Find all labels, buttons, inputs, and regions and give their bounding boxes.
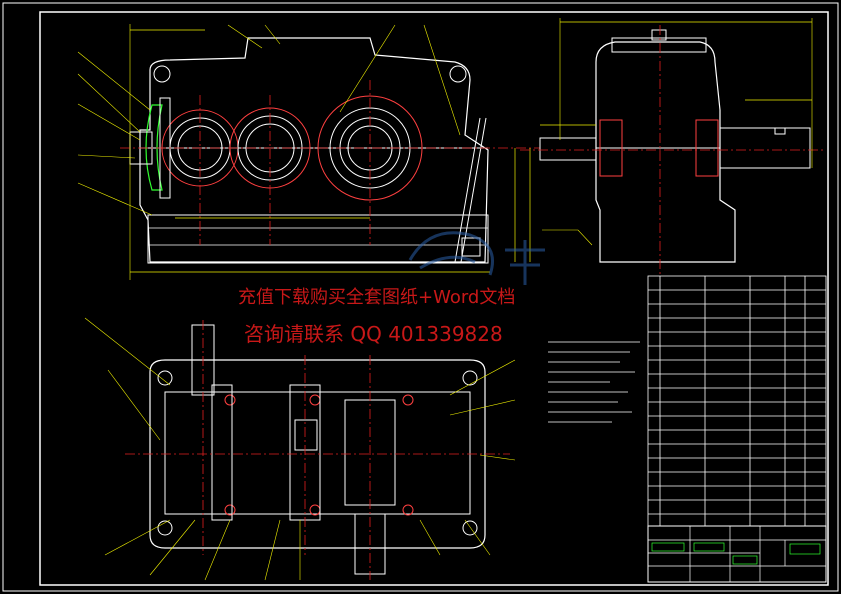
front-lug-right [449, 65, 467, 83]
top-bolt-5 [224, 394, 236, 406]
drawing-inner-frame [39, 11, 829, 586]
top-leader-2 [107, 369, 161, 441]
front-lug-left [153, 65, 171, 83]
side-shaft-left [539, 137, 597, 161]
side-housing-outline [595, 41, 736, 263]
leader-9 [423, 24, 461, 136]
top-leader-4 [149, 519, 196, 576]
side-leader [542, 229, 593, 246]
leader-2 [77, 73, 141, 133]
top-bolt-8 [224, 504, 236, 516]
top-hatched-gear [294, 419, 318, 451]
top-leader-6 [264, 519, 281, 581]
side-view [520, 18, 825, 275]
leader-3 [77, 103, 141, 141]
leader-8 [339, 24, 396, 113]
front-dipstick [454, 117, 481, 263]
top-bolt-10 [402, 504, 414, 516]
leader-5 [77, 182, 153, 216]
top-leader-8 [419, 519, 441, 556]
top-inner-cavity [164, 391, 471, 515]
watermark-text-line1: 充值下载购买全套图纸+Word文档 [238, 287, 516, 308]
top-view [84, 317, 516, 581]
parts-list-table [647, 275, 827, 527]
leader-1 [77, 51, 151, 111]
leader-4 [77, 154, 136, 159]
watermark-text-line2: 咨询请联系 QQ 401339828 [244, 322, 503, 346]
front-view [77, 24, 540, 280]
side-bearing-left [599, 119, 623, 177]
top-bolt-7 [402, 394, 414, 406]
top-bolt-6 [309, 394, 321, 406]
title-block [647, 525, 827, 583]
leader-7 [264, 24, 281, 45]
top-bolt-2 [462, 370, 478, 386]
side-shaft-key [774, 127, 786, 135]
top-bolt-1 [157, 370, 173, 386]
front-drain-plug [461, 237, 481, 257]
title-block-green-cells [651, 542, 821, 565]
side-bearing-right [695, 119, 719, 177]
front-oil-seal [145, 104, 163, 191]
top-leader-9 [464, 519, 491, 556]
watermark-logo [408, 231, 545, 285]
top-bolt-3 [157, 520, 173, 536]
side-top-flange [611, 37, 707, 53]
top-bolt-4 [462, 520, 478, 536]
top-leader-11 [449, 399, 516, 416]
top-leader-10 [449, 359, 516, 396]
top-housing-outline [149, 359, 486, 549]
front-cover-outline [139, 37, 489, 263]
side-shaft-right [719, 127, 811, 169]
top-leader-5 [204, 519, 231, 581]
top-leader-12 [479, 454, 516, 461]
top-leader-3 [104, 519, 171, 556]
top-leader-1 [84, 317, 171, 386]
leader-6 [227, 24, 263, 49]
technical-requirements [548, 341, 640, 423]
top-gear-1 [211, 384, 233, 521]
side-breather [651, 29, 667, 41]
front-base [147, 214, 489, 264]
